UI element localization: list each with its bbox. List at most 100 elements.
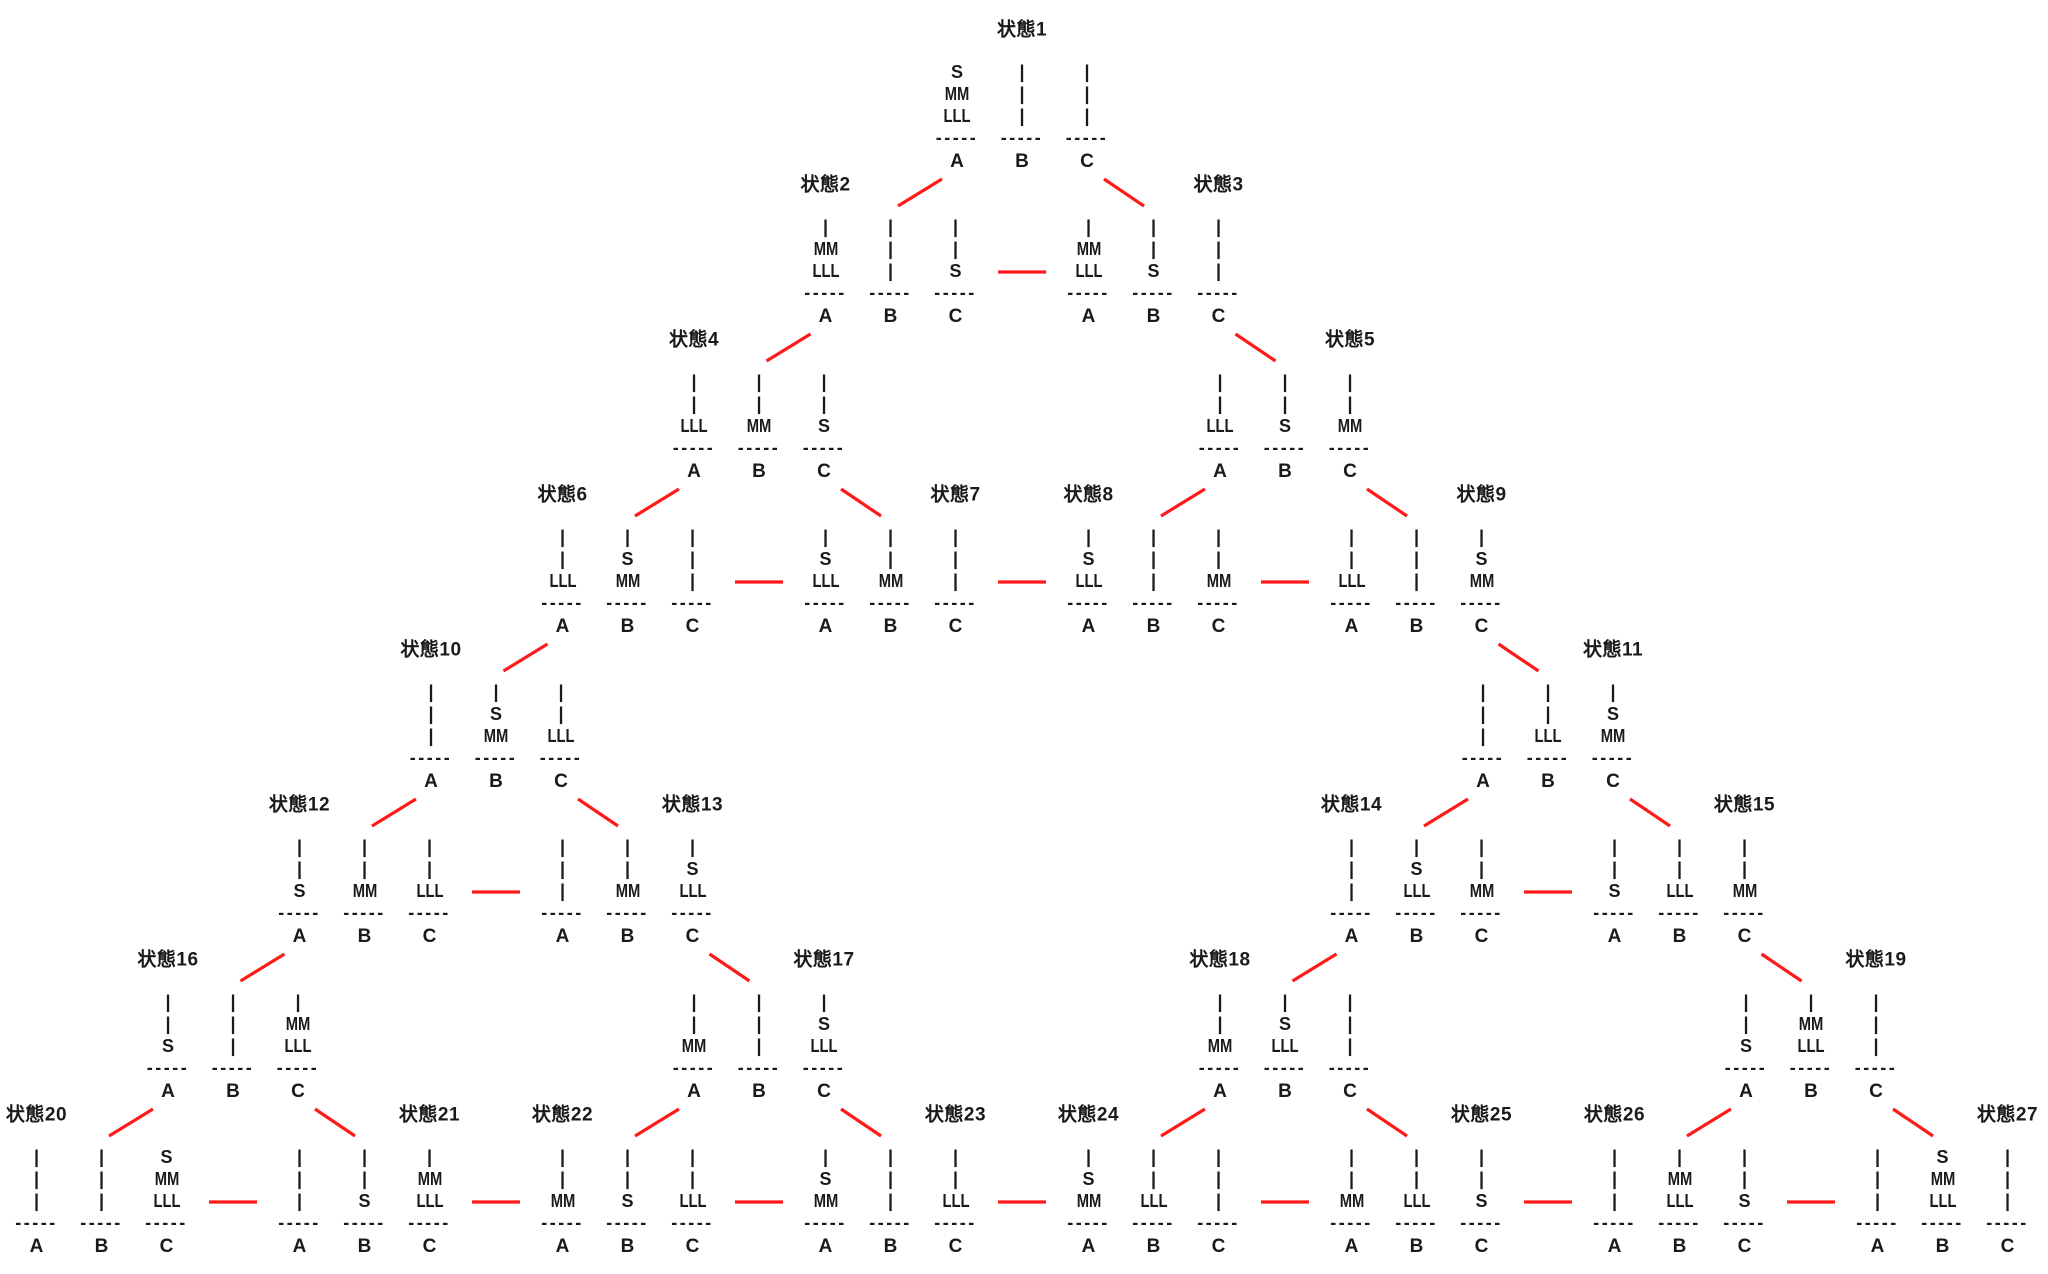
empty-rod-segment: | [361, 1169, 368, 1189]
empty-rod-segment: | [1874, 1191, 1881, 1211]
peg-base: ----- [1921, 1212, 1964, 1233]
empty-rod-segment: | [559, 527, 566, 547]
empty-rod-segment: | [1085, 1147, 1092, 1167]
peg-base: ----- [278, 1212, 321, 1233]
edge-11-14 [1423, 797, 1469, 828]
empty-rod-segment: | [1215, 1169, 1222, 1189]
empty-rod-segment: | [1347, 992, 1353, 1012]
state-title: 状態14 [1320, 794, 1383, 816]
peg-base: ----- [802, 1057, 846, 1078]
state-title: 状態13 [661, 794, 724, 816]
peg-base: ----- [1132, 282, 1175, 303]
peg-base: ----- [869, 1212, 912, 1233]
disk-medium: MM [483, 726, 509, 746]
empty-rod-segment: | [1413, 527, 1420, 547]
empty-rod-segment: | [952, 1169, 959, 1189]
peg-label-c: C [1737, 926, 1752, 947]
empty-rod-segment: | [1348, 1169, 1355, 1189]
state-title: 状態7 [930, 484, 981, 506]
empty-rod-segment: | [1215, 527, 1222, 547]
empty-rod-segment: | [1217, 992, 1223, 1012]
peg-label-b: B [1015, 151, 1029, 172]
empty-rod-segment: | [1347, 372, 1353, 392]
empty-rod-segment: | [559, 881, 566, 901]
empty-rod-segment: | [952, 239, 959, 259]
disk-large: LLL [1402, 881, 1431, 901]
peg-base: ----- [276, 1057, 320, 1078]
empty-rod-segment: | [1348, 549, 1355, 569]
state-title: 状態5 [1324, 329, 1376, 351]
empty-rod-segment: | [1150, 571, 1157, 591]
empty-rod-segment: | [1611, 837, 1618, 857]
empty-rod-segment: | [1611, 859, 1618, 879]
empty-rod-segment: | [887, 527, 894, 547]
edge-10-13 [577, 797, 619, 828]
peg-base: ----- [1658, 902, 1701, 923]
peg-base: ----- [1789, 1057, 1833, 1078]
empty-rod-segment: | [296, 1169, 303, 1189]
disk-large: LLL [415, 881, 444, 901]
peg-base: ----- [1330, 1212, 1373, 1233]
peg-base: ----- [408, 1212, 451, 1233]
peg-label-a: A [424, 771, 438, 792]
peg-label-b: B [883, 616, 898, 637]
empty-rod-segment: | [1150, 527, 1157, 547]
empty-rod-segment: | [296, 859, 303, 879]
peg-base: ----- [1067, 1212, 1110, 1233]
empty-rod-segment: | [1611, 1191, 1618, 1211]
peg-base: ----- [671, 592, 714, 613]
disk-large: LLL [284, 1036, 312, 1056]
disk-small: S [1608, 881, 1621, 901]
disk-small: S [1278, 1014, 1292, 1034]
peg-label-a: A [292, 1236, 307, 1257]
empty-rod-segment: | [1084, 84, 1090, 104]
state-title: 状態4 [668, 329, 720, 351]
empty-rod-segment: | [1084, 62, 1090, 82]
disk-small: S [1082, 1169, 1095, 1189]
disk-large: LLL [1271, 1036, 1299, 1056]
peg-base: ----- [1198, 437, 1242, 458]
disk-large: LLL [152, 1191, 181, 1211]
peg-label-a: A [1213, 461, 1227, 482]
empty-rod-segment: | [887, 1169, 894, 1189]
empty-rod-segment: | [689, 1169, 696, 1189]
peg-label-b: B [1278, 461, 1292, 482]
empty-rod-segment: | [1874, 1147, 1881, 1167]
peg-label-b: B [489, 771, 503, 792]
peg-label-b: B [620, 926, 635, 947]
peg-label-b: B [883, 1236, 898, 1257]
disk-medium: MM [944, 84, 970, 104]
peg-base: ----- [1723, 902, 1766, 923]
peg-label-c: C [1869, 1081, 1883, 1102]
peg-base: ----- [408, 902, 451, 923]
empty-rod-segment: | [1545, 682, 1551, 702]
peg-base: ----- [672, 437, 716, 458]
empty-rod-segment: | [165, 1014, 171, 1034]
empty-rod-segment: | [1150, 549, 1157, 569]
disk-large: LLL [1534, 726, 1562, 746]
peg-label-c: C [685, 1236, 700, 1257]
empty-rod-segment: | [428, 682, 434, 702]
peg-base: ----- [15, 1212, 58, 1233]
peg-base: ----- [934, 282, 977, 303]
peg-label-c: C [1343, 461, 1357, 482]
peg-base: ----- [1461, 747, 1505, 768]
empty-rod-segment: | [952, 217, 959, 237]
peg-label-c: C [1606, 771, 1620, 792]
state-title: 状態21 [398, 1104, 461, 1126]
disk-small: S [1936, 1147, 1949, 1167]
peg-base: ----- [671, 1212, 714, 1233]
disk-large: LLL [941, 1191, 970, 1211]
peg-label-a: A [1081, 616, 1096, 637]
peg-label-c: C [422, 926, 437, 947]
peg-label-c: C [159, 1236, 174, 1257]
edge-13-17 [708, 952, 751, 983]
empty-rod-segment: | [821, 992, 827, 1012]
disk-small: S [1082, 549, 1095, 569]
peg-label-b: B [620, 1236, 635, 1257]
peg-label-b: B [1409, 1236, 1424, 1257]
empty-rod-segment: | [1413, 1147, 1420, 1167]
empty-rod-segment: | [952, 571, 959, 591]
edge-10-12 [371, 797, 417, 828]
peg-label-c: C [1474, 1236, 1489, 1257]
